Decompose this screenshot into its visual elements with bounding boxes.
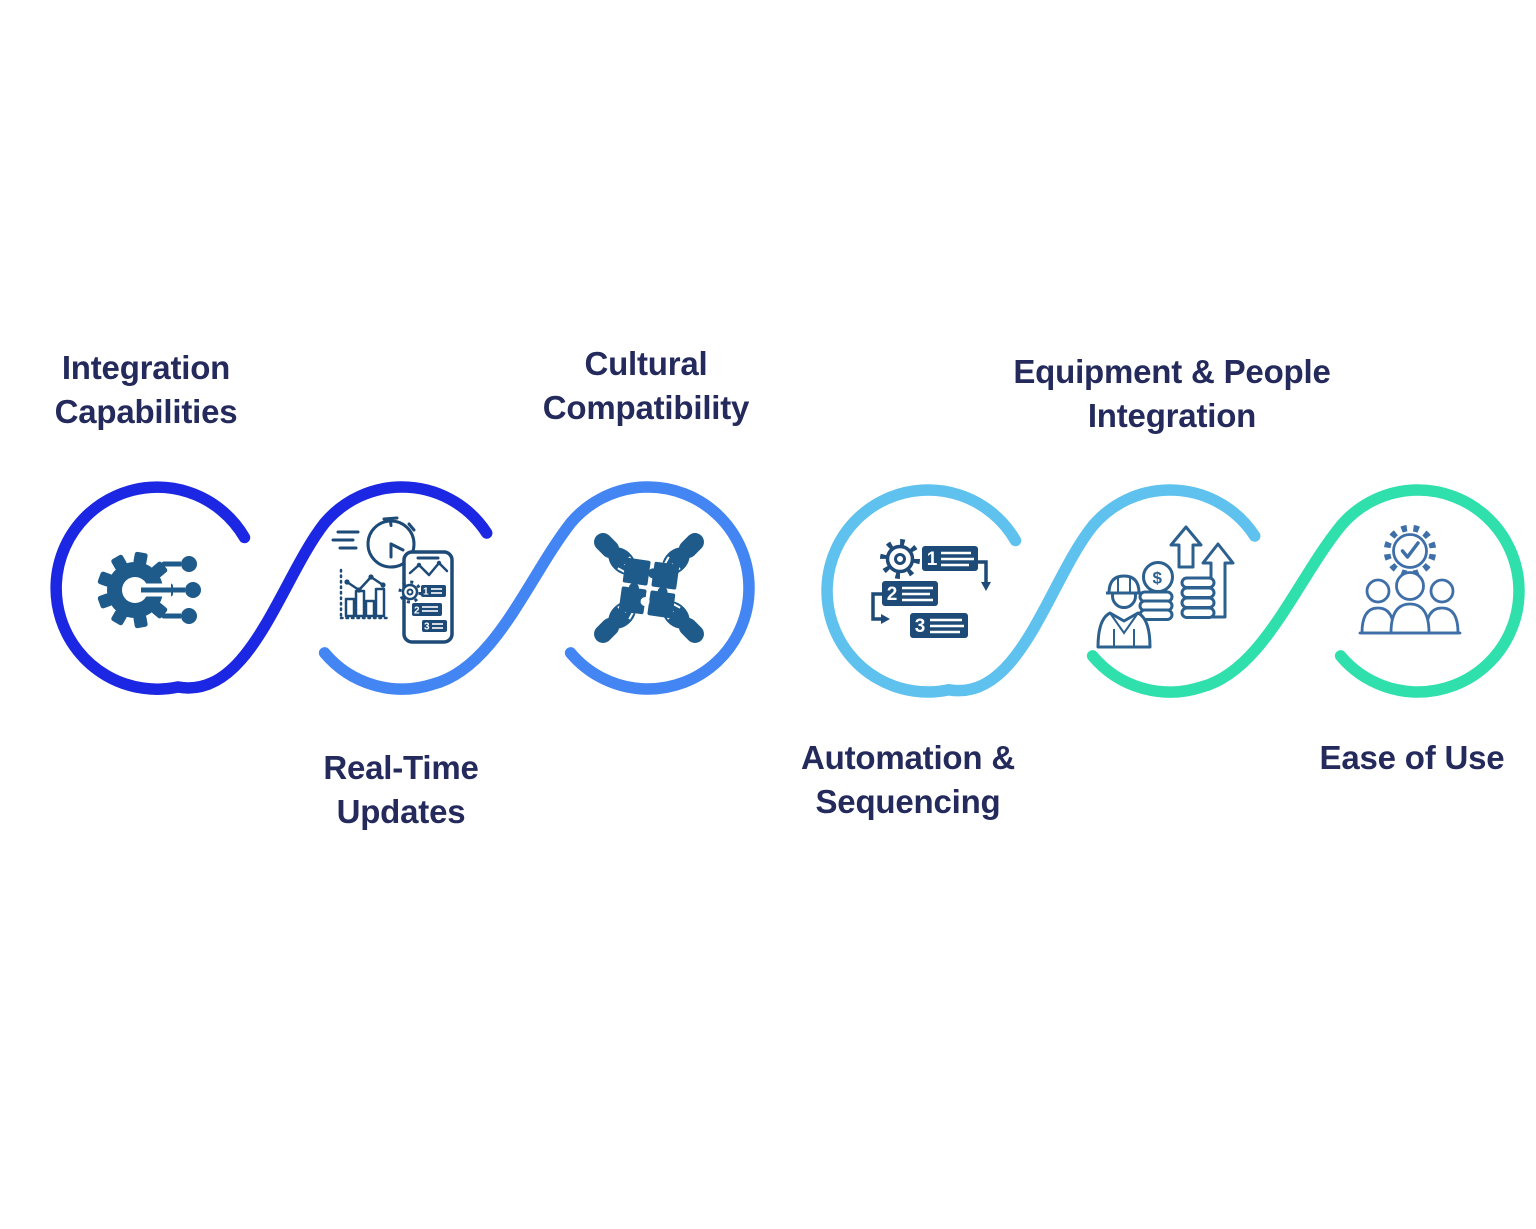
step-number: 1 — [927, 549, 938, 570]
step-number: 3 — [915, 616, 926, 637]
label-automation-sequencing: Automation & Sequencing — [801, 739, 1015, 820]
ribbon-segment-4 — [1086, 484, 1525, 698]
dollar-symbol: $ — [1153, 569, 1163, 588]
label-cultural-compatibility: Cultural Compatibility — [542, 345, 750, 426]
small-gear-icon — [398, 580, 422, 604]
phone-line-chart-icon — [408, 561, 449, 577]
growth-arrows-icon — [1169, 525, 1235, 619]
phone-step-number: 1 — [423, 587, 429, 598]
step-number: 2 — [887, 584, 898, 605]
vest-details — [1109, 578, 1139, 647]
integration-gear-circuit-icon — [97, 551, 201, 629]
stopwatch-icon — [366, 516, 416, 569]
flow-arrows — [871, 560, 988, 621]
label-ease-of-use: Ease of Use — [1319, 739, 1505, 776]
circuit-traces — [141, 561, 185, 619]
ease-of-use-icon — [1358, 524, 1462, 635]
dollar-coin-icon — [1142, 561, 1174, 593]
cultural-puzzle-hands-icon — [594, 533, 704, 643]
puzzle-icon — [618, 557, 680, 619]
realtime-stopwatch-chart-icon: 1 2 3 — [331, 516, 454, 644]
automation-sequence-icon: 1 2 3 — [871, 539, 991, 638]
ribbon-segment-2 — [318, 481, 755, 695]
label-equipment-people-integration: Equipment & People Integration — [1013, 353, 1331, 434]
speed-lines-icon — [331, 530, 360, 550]
chart-dots — [344, 560, 442, 593]
coin-stacks-icon — [1138, 561, 1216, 621]
equipment-people-icon: $ — [1096, 525, 1235, 649]
ribbon-segment-3 — [821, 484, 1261, 698]
hands-icon — [594, 533, 704, 643]
bar-chart-icon — [339, 568, 390, 620]
people-group-icon — [1358, 571, 1462, 635]
phone-step-number: 3 — [424, 622, 430, 633]
label-integration-capabilities: Integration Capabilities — [54, 349, 238, 430]
badge-check-icon — [1383, 524, 1437, 578]
circuit-nodes — [181, 556, 201, 624]
phone-step-number: 2 — [414, 606, 420, 617]
outline-gear-icon — [880, 539, 920, 579]
label-real-time-updates: Real-Time Updates — [323, 749, 479, 830]
ribbon-segment-1 — [50, 481, 493, 695]
